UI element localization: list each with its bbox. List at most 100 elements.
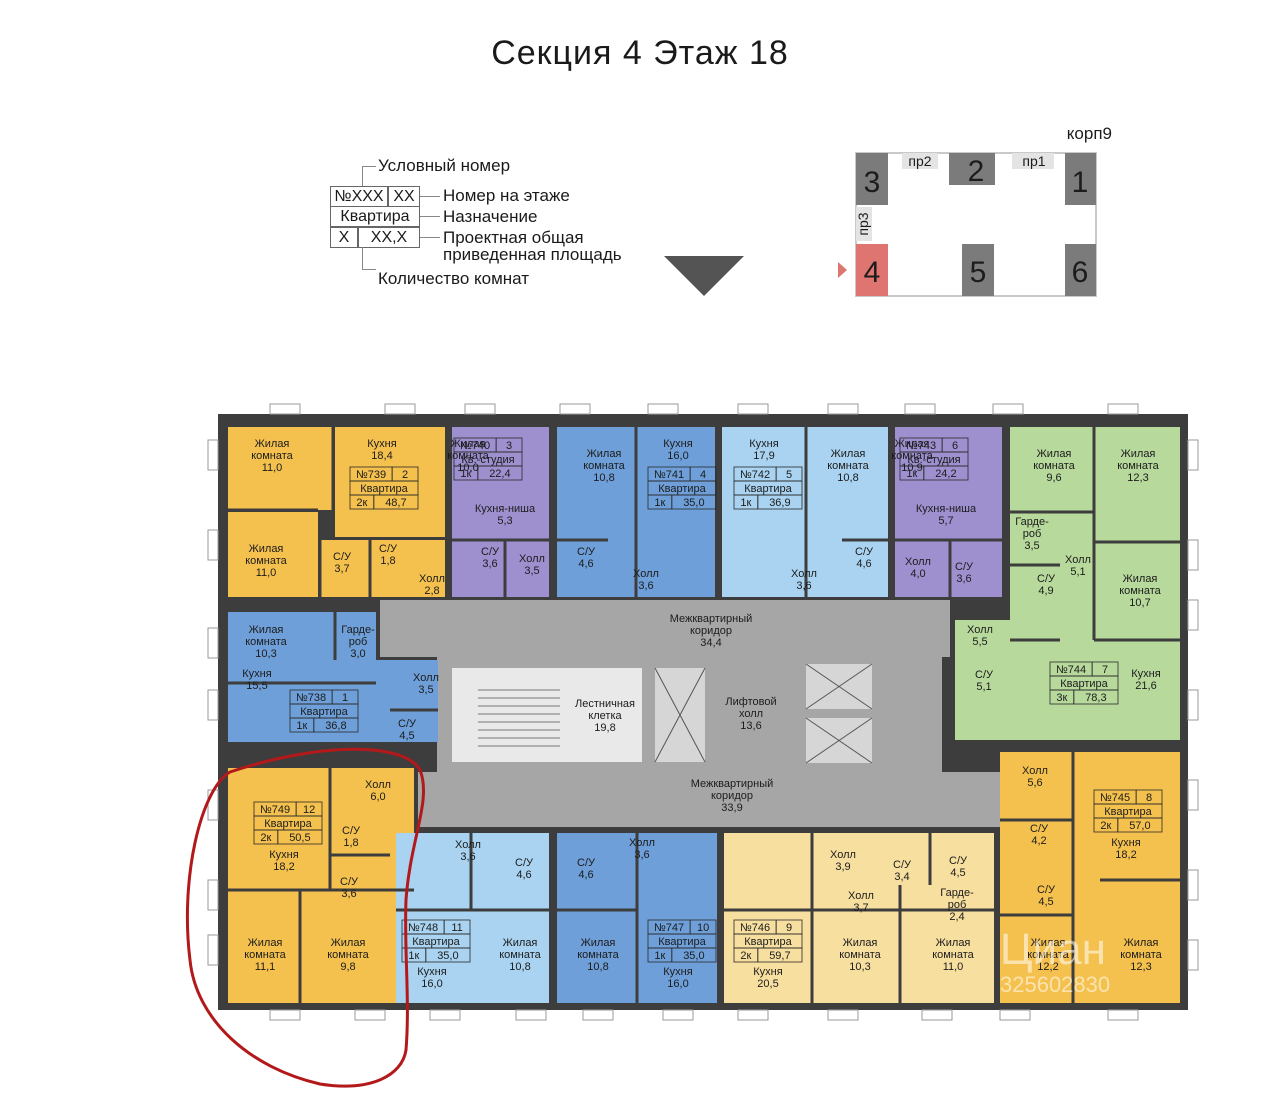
- room-label: 17,9: [753, 450, 774, 462]
- room-label: Жилая: [503, 937, 538, 949]
- room-label: 2,8: [424, 585, 439, 597]
- room-label: С/У: [1037, 884, 1056, 896]
- apartment-info-text: Кв.-студия: [907, 454, 960, 466]
- room-label: 11,0: [256, 567, 277, 579]
- apartment-info-text: 11: [451, 922, 462, 934]
- keymap-section-4: [856, 244, 888, 296]
- room-label: комната: [499, 949, 541, 961]
- room-label: Жилая: [1121, 448, 1156, 460]
- room-label: 5,6: [1027, 777, 1042, 789]
- apartment-info-text: 1к: [654, 497, 665, 509]
- legend-leader: [362, 269, 376, 270]
- room-label: Гарде-: [1015, 516, 1049, 528]
- room-label: 10,8: [587, 961, 608, 973]
- room-label: 5,1: [976, 681, 991, 693]
- apartment-info-text: 2к: [740, 950, 751, 962]
- room-label: Жилая: [895, 438, 930, 450]
- apartment-info-text: 2к: [260, 832, 271, 844]
- keymap-label-2: 2: [968, 155, 985, 188]
- room-label: Кухня: [1111, 837, 1140, 849]
- keymap-section-2: [949, 153, 995, 185]
- room-label: 1,8: [380, 555, 395, 567]
- current-section-marker-icon: [838, 262, 847, 278]
- room-label: 21,6: [1135, 680, 1156, 692]
- legend-purpose: Назначение: [443, 207, 538, 226]
- watermark-id: 325602830: [1000, 972, 1111, 997]
- apt-738-hall: [376, 660, 438, 742]
- apartment-info-text: 2к: [356, 497, 367, 509]
- keymap-building-label: корп9: [1067, 124, 1112, 143]
- room-label: Межквартирный: [691, 778, 774, 790]
- corridor-top: [380, 600, 950, 657]
- apartment-info-text: 50,5: [289, 832, 310, 844]
- room-label: 9,8: [340, 961, 355, 973]
- legend-cell-purpose: Квартира: [330, 206, 420, 227]
- apartment-info-text: №745: [1100, 792, 1130, 804]
- legend-rooms-count: Количество комнат: [378, 269, 530, 288]
- apartment-info-text: Квартира: [744, 483, 792, 495]
- room-label: 10,3: [849, 961, 870, 973]
- room-label: Кухня-ниша: [916, 503, 977, 515]
- stair-steps: [478, 689, 560, 747]
- room-label: 11,1: [255, 961, 276, 973]
- room-label: комната: [839, 949, 881, 961]
- room-label: Кухня: [242, 668, 271, 680]
- apt-740: [452, 427, 549, 597]
- legend-floor-number: Номер на этаже: [443, 186, 570, 205]
- room-label: С/У: [481, 546, 500, 558]
- room-label: Кухня-ниша: [475, 503, 536, 515]
- room-label: 10,8: [837, 472, 858, 484]
- apartment-info-text: №738: [296, 692, 326, 704]
- room-label: 3,6: [341, 888, 356, 900]
- room-label: комната: [583, 460, 625, 472]
- room-label: 3,6: [482, 558, 497, 570]
- apt-744-hall: [955, 620, 1015, 740]
- room-label: 3,5: [418, 684, 433, 696]
- room-label: 5,5: [972, 636, 987, 648]
- room-label: Жилая: [1124, 937, 1159, 949]
- keymap-label-5: 5: [970, 256, 987, 289]
- room-label: Жилая: [936, 937, 971, 949]
- room-label: 12,3: [1130, 961, 1151, 973]
- keymap-label-6: 6: [1072, 256, 1089, 289]
- room-label: комната: [1033, 460, 1075, 472]
- apartment-info-text: 1к: [408, 950, 419, 962]
- legend-conditional-number: Условный номер: [378, 156, 511, 175]
- apartment-info-text: №746: [740, 922, 770, 934]
- room-label: 10,0: [457, 462, 478, 474]
- apartment-info-text: 35,0: [683, 497, 704, 509]
- apartment-info-text: 22,4: [489, 468, 510, 480]
- room-label: Холл: [629, 837, 655, 849]
- room-label: 4,5: [399, 730, 414, 742]
- room-label: комната: [827, 460, 869, 472]
- keymap-passage-2: [902, 153, 938, 169]
- room-label: 11,0: [262, 462, 283, 474]
- room-label: С/У: [342, 825, 361, 837]
- room-label: С/У: [340, 876, 359, 888]
- room-label: 10,7: [1129, 597, 1150, 609]
- partitions: [228, 427, 1180, 1003]
- room-label: коридор: [711, 790, 753, 802]
- keymap-label-3: 3: [864, 166, 881, 199]
- room-label: 5,7: [938, 515, 953, 527]
- room-label: комната: [244, 949, 286, 961]
- room-label: Кухня: [663, 438, 692, 450]
- apt-739-hall: [320, 540, 445, 597]
- apt-739-room: [228, 512, 318, 597]
- room-label: Холл: [519, 553, 545, 565]
- keymap-passage-label-3: пр3: [855, 212, 871, 235]
- room-label: С/У: [398, 718, 417, 730]
- room-label: С/У: [855, 546, 874, 558]
- apartment-info-text: 2: [402, 469, 408, 481]
- room-label: комната: [327, 949, 369, 961]
- room-label: 3,6: [956, 573, 971, 585]
- room-label: 3,7: [334, 563, 349, 575]
